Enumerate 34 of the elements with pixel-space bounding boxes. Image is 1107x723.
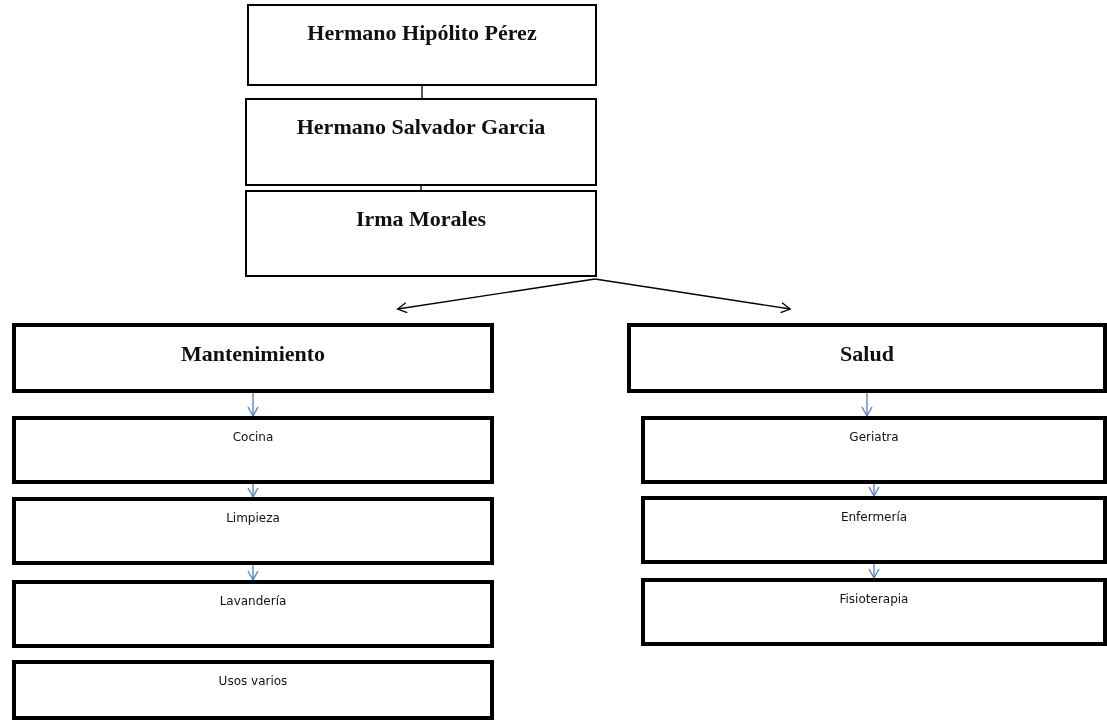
connector-line: [420, 185, 422, 191]
box-label: Usos varios: [218, 674, 288, 688]
box-label: Enfermería: [840, 510, 908, 524]
box-label: Irma Morales: [355, 206, 487, 232]
box-label: Fisioterapia: [839, 592, 909, 606]
arrow: [861, 392, 873, 417]
box-label: Mantenimiento: [180, 341, 326, 367]
org-box: [245, 190, 597, 277]
org-box: [12, 580, 494, 648]
arrow: [868, 483, 880, 497]
box-label: Geriatra: [849, 430, 899, 444]
arrow: [247, 392, 259, 417]
arrow: [247, 564, 259, 581]
org-box: [245, 98, 597, 186]
org-box: [247, 4, 597, 86]
org-box: [641, 578, 1107, 646]
org-box: [641, 416, 1107, 484]
org-box: [12, 416, 494, 484]
org-box: [12, 323, 494, 393]
arrow: [247, 483, 259, 498]
box-label: Salud: [840, 341, 894, 367]
arrow: [594, 278, 791, 314]
box-label: Lavandería: [219, 594, 287, 608]
box-label: Cocina: [232, 430, 274, 444]
org-box: [12, 497, 494, 565]
connector-line: [421, 85, 423, 99]
box-label: Limpieza: [226, 511, 280, 525]
arrow: [396, 278, 596, 314]
arrow: [868, 563, 880, 579]
org-box: [12, 660, 494, 720]
org-box: [627, 323, 1107, 393]
org-box: [641, 496, 1107, 564]
box-label: Hermano Salvador Garcia: [296, 114, 546, 140]
box-label: Hermano Hipólito Pérez: [307, 20, 537, 46]
